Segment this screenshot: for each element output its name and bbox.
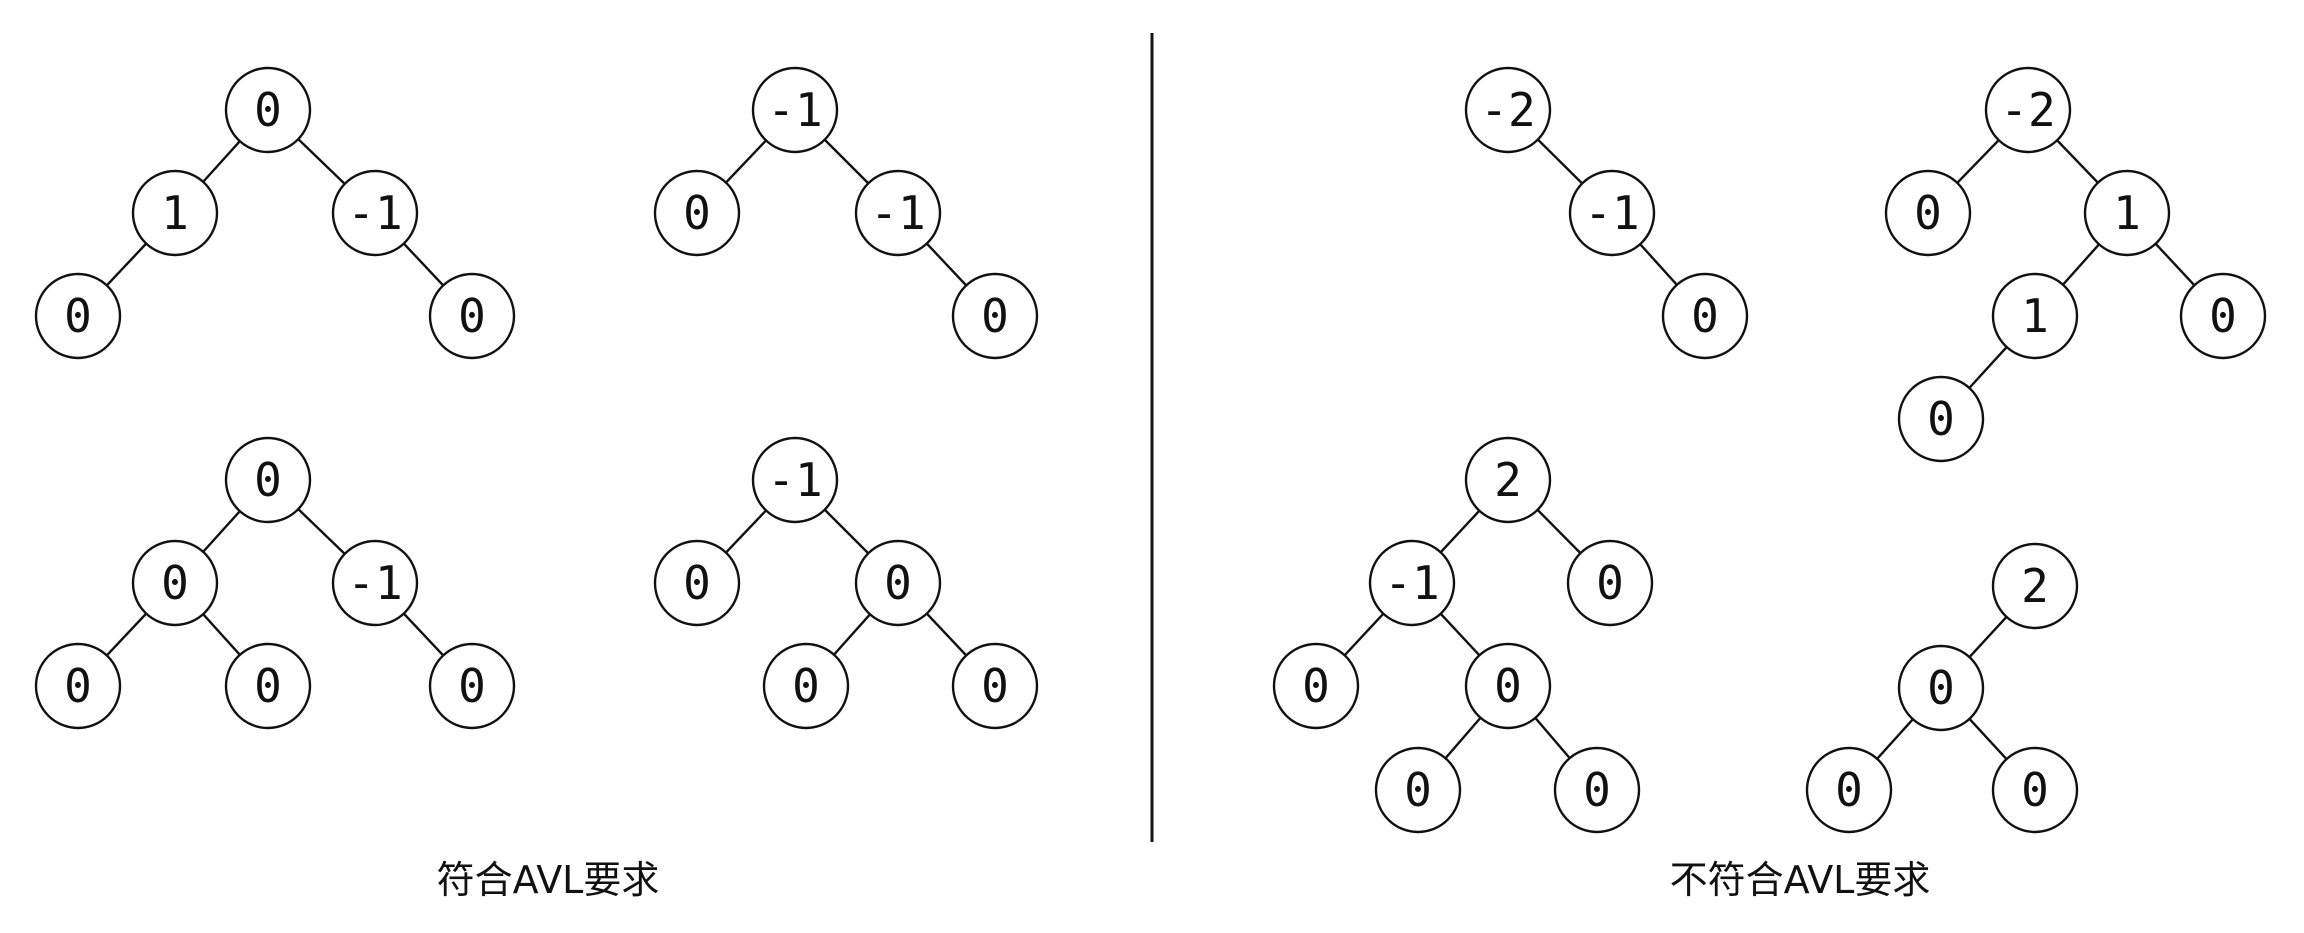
svg-text:0: 0 (981, 289, 1009, 343)
svg-text:0: 0 (64, 289, 92, 343)
tree-node: 0 (951, 642, 1039, 730)
svg-text:-1: -1 (767, 453, 822, 507)
tree-node: 0 (762, 642, 850, 730)
svg-text:-2: -2 (1480, 83, 1535, 137)
tree-node: -1 (1368, 539, 1456, 627)
tree-node: 0 (1464, 642, 1552, 730)
svg-text:-1: -1 (870, 186, 925, 240)
invalid-tree-4: 2 0 0 0 (1805, 542, 2079, 834)
svg-text:-1: -1 (347, 556, 402, 610)
svg-text:0: 0 (884, 556, 912, 610)
tree-node: 0 (1566, 539, 1654, 627)
valid-caption: 符合AVL要求 (437, 858, 660, 902)
svg-text:0: 0 (1927, 661, 1955, 715)
svg-text:0: 0 (254, 83, 282, 137)
svg-text:0: 0 (2209, 289, 2237, 343)
tree-node: -1 (751, 436, 839, 524)
tree-node: 2 (1464, 436, 1552, 524)
svg-text:-1: -1 (1584, 186, 1639, 240)
tree-node: 1 (2083, 169, 2171, 257)
svg-text:0: 0 (254, 453, 282, 507)
tree-node: 0 (1897, 644, 1985, 732)
valid-tree-3: 0 0 -1 0 0 0 (34, 436, 516, 730)
tree-node: 0 (428, 272, 516, 360)
svg-text:-2: -2 (2000, 83, 2055, 137)
svg-text:0: 0 (2021, 763, 2049, 817)
svg-text:0: 0 (792, 659, 820, 713)
valid-tree-4: -1 0 0 0 0 (653, 436, 1039, 730)
tree-node: 0 (1884, 169, 1972, 257)
valid-avl-group: 0 1 -1 0 0 -1 0 -1 0 0 0 -1 0 0 0 (34, 66, 1039, 902)
tree-node: 0 (1553, 746, 1641, 834)
svg-text:0: 0 (1494, 659, 1522, 713)
svg-text:0: 0 (1927, 392, 1955, 446)
tree-node: 0 (34, 642, 122, 730)
tree-node: 0 (854, 539, 942, 627)
svg-text:0: 0 (981, 659, 1009, 713)
tree-node: 1 (1991, 272, 2079, 360)
svg-text:0: 0 (1302, 659, 1330, 713)
tree-node: 0 (951, 272, 1039, 360)
tree-node: -2 (1984, 66, 2072, 154)
tree-node: -1 (854, 169, 942, 257)
tree-node: 0 (653, 539, 741, 627)
tree-node: 0 (653, 169, 741, 257)
svg-text:0: 0 (1691, 289, 1719, 343)
svg-text:0: 0 (1835, 763, 1863, 817)
svg-text:0: 0 (1914, 186, 1942, 240)
tree-node: 0 (131, 539, 219, 627)
tree-node: 0 (224, 66, 312, 154)
svg-text:0: 0 (254, 659, 282, 713)
tree-node: 2 (1991, 542, 2079, 630)
invalid-avl-group: -2 -1 0 -2 0 1 1 0 0 2 -1 0 0 (1272, 66, 2267, 902)
svg-text:0: 0 (1583, 763, 1611, 817)
tree-node: -1 (331, 539, 419, 627)
tree-node: 0 (1897, 375, 1985, 463)
svg-text:0: 0 (1596, 556, 1624, 610)
svg-text:2: 2 (1494, 453, 1522, 507)
svg-text:0: 0 (458, 289, 486, 343)
tree-node: -1 (331, 169, 419, 257)
tree-node: 0 (1661, 272, 1749, 360)
tree-node: 1 (131, 169, 219, 257)
tree-node: 0 (428, 642, 516, 730)
tree-node: -1 (1568, 169, 1656, 257)
svg-text:-1: -1 (1384, 556, 1439, 610)
invalid-caption: 不符合AVL要求 (1670, 858, 1931, 902)
svg-text:0: 0 (683, 186, 711, 240)
tree-node: 0 (1991, 746, 2079, 834)
tree-node: 0 (1805, 746, 1893, 834)
tree-node: 0 (224, 642, 312, 730)
svg-text:1: 1 (161, 186, 189, 240)
tree-node: -1 (751, 66, 839, 154)
svg-text:-1: -1 (767, 83, 822, 137)
tree-node: -2 (1464, 66, 1552, 154)
svg-text:2: 2 (2021, 559, 2049, 613)
svg-text:1: 1 (2021, 289, 2049, 343)
svg-text:-1: -1 (347, 186, 402, 240)
valid-tree-2: -1 0 -1 0 (653, 66, 1039, 360)
tree-node: 0 (224, 436, 312, 524)
svg-text:0: 0 (458, 659, 486, 713)
tree-node: 0 (1272, 642, 1360, 730)
svg-text:0: 0 (1404, 763, 1432, 817)
invalid-tree-3: 2 -1 0 0 0 0 0 (1272, 436, 1654, 834)
invalid-tree-2: -2 0 1 1 0 0 (1884, 66, 2267, 463)
tree-node: 0 (34, 272, 122, 360)
svg-text:0: 0 (64, 659, 92, 713)
svg-text:1: 1 (2113, 186, 2141, 240)
invalid-tree-1: -2 -1 0 (1464, 66, 1749, 360)
valid-tree-1: 0 1 -1 0 0 (34, 66, 516, 360)
svg-text:0: 0 (161, 556, 189, 610)
tree-node: 0 (1374, 746, 1462, 834)
tree-node: 0 (2179, 272, 2267, 360)
svg-text:0: 0 (683, 556, 711, 610)
